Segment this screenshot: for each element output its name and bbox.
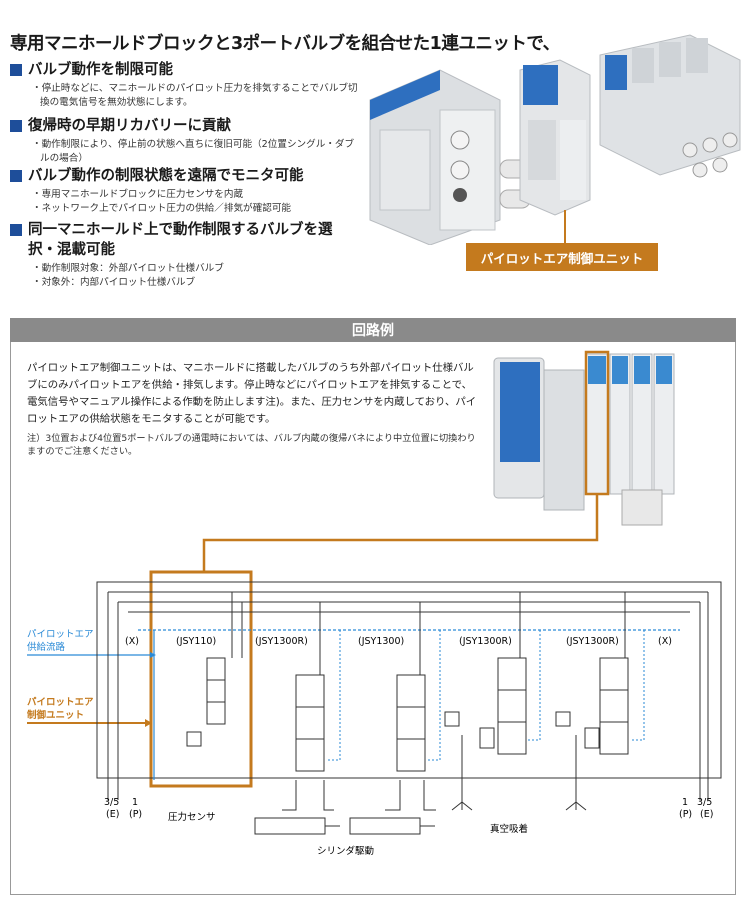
vacuum-label: 真空吸着 xyxy=(490,823,528,835)
valve-symbol-5 xyxy=(599,657,629,755)
pressure-sensor-label: 圧力センサ xyxy=(168,811,216,823)
square-bullet-icon xyxy=(10,120,22,132)
section-title: 回路例 xyxy=(10,318,736,342)
feature-title: 復帰時の早期リカバリーに貢献 xyxy=(28,118,231,134)
vacuum-pad-symbol xyxy=(451,801,473,811)
legend-supply-line1: パイロットエア xyxy=(27,629,94,640)
pilot-unit-photo-small xyxy=(519,59,591,216)
vacuum-pad-symbol xyxy=(565,801,587,811)
pilot-unit-label: パイロットエア制御ユニット xyxy=(466,243,658,271)
valve-symbol-1 xyxy=(206,657,226,725)
square-bullet-icon xyxy=(10,170,22,182)
square-bullet-icon xyxy=(10,224,22,236)
manifold-frame xyxy=(96,581,722,800)
pilot-unit-photo-large xyxy=(369,69,531,245)
legend-unit-line2: 制御ユニット xyxy=(27,709,84,721)
port-left-e-num: 3/5 xyxy=(104,797,119,808)
feature-bullet: ・動作制限対象：外部パイロット仕様バルブ xyxy=(32,263,224,274)
port-right-p-sym: (P) xyxy=(679,809,692,820)
vacuum-switch-symbol xyxy=(444,711,460,727)
cylinder-label: シリンダ駆動 xyxy=(317,845,374,857)
section-frame xyxy=(10,342,736,895)
valve-label-4: (JSY1300R) xyxy=(459,636,512,647)
pilot-unit-highlight xyxy=(149,570,253,788)
legend-supply-line2: 供給流路 xyxy=(27,641,66,653)
feature-bullet: ・動作制限により、停止前の状態へ直ちに復旧可能（2位置シングル・ダブルの場合） xyxy=(32,139,355,164)
valve-label-1: (JSY110) xyxy=(176,636,216,647)
manifold-front-photo xyxy=(493,353,675,526)
manifold-photo xyxy=(599,34,741,178)
feature-bullet: ・ネットワーク上でパイロット圧力の供給／排気が確認可能 xyxy=(32,203,292,214)
feature-3: バルブ動作の制限状態を遠隔でモニタ可能 ・専用マニホールドブロックに圧力センサを… xyxy=(10,166,360,216)
note: 注）3位置および4位置5ポートバルブの通電時においては、バルブ内蔵の復帰バネによ… xyxy=(27,433,476,457)
feature-2: 復帰時の早期リカバリーに貢献 ・動作制限により、停止前の状態へ直ちに復旧可能（2… xyxy=(10,116,360,166)
feature-bullet: ・専用マニホールドブロックに圧力センサを内蔵 xyxy=(32,189,244,200)
cylinder-symbol xyxy=(349,817,421,835)
feature-bullet: ・停止時などに、マニホールドのパイロット圧力を排気することでバルブ切換の電気信号… xyxy=(32,83,358,108)
square-bullet-icon xyxy=(10,64,22,76)
description: パイロットエア制御ユニットは、マニホールドに搭載したバルブのうち外部パイロット仕… xyxy=(27,362,477,425)
port-right-e-num: 3/5 xyxy=(697,797,712,808)
port-left-p-num: 1 xyxy=(132,797,138,808)
vacuum-switch-symbol xyxy=(555,711,571,727)
headline: 専用マニホールドブロックと3ポートバルブを組合せた1連ユニットで、 xyxy=(10,34,560,54)
valve-label-3: (JSY1300) xyxy=(358,636,404,647)
port-left-p-sym: (P) xyxy=(129,809,142,820)
valve-symbol-3 xyxy=(396,674,426,772)
cylinder-symbol xyxy=(254,817,326,835)
valve-symbol-2 xyxy=(295,674,325,772)
valve-label-2: (JSY1300R) xyxy=(255,636,308,647)
valve-symbol-4 xyxy=(497,657,527,755)
pressure-sensor-symbol xyxy=(186,731,202,747)
feature-title: バルブ動作の制限状態を遠隔でモニタ可能 xyxy=(28,168,304,184)
port-left-e-sym: (E) xyxy=(106,809,119,820)
feature-title: 同一マニホールド上で動作制限するバルブを選択・混載可能 xyxy=(28,222,333,258)
feature-4: 同一マニホールド上で動作制限するバルブを選択・混載可能 ・動作制限対象：外部パイ… xyxy=(10,220,355,290)
port-right-e-sym: (E) xyxy=(700,809,713,820)
feature-bullet: ・対象外：内部パイロット仕様バルブ xyxy=(32,277,196,288)
x-port-right: (X) xyxy=(658,636,672,647)
valve-label-5: (JSY1300R) xyxy=(566,636,619,647)
circuit-diagram: パイロットエア 供給流路 パイロットエア 制御ユニット (X) (X) (JSY… xyxy=(27,350,722,857)
feature-1: バルブ動作を制限可能 ・停止時などに、マニホールドのパイロット圧力を排気すること… xyxy=(10,60,360,110)
port-right-p-num: 1 xyxy=(682,797,688,808)
legend-unit-line1: パイロットエア xyxy=(27,696,94,708)
product-photos xyxy=(369,34,741,245)
x-port-left: (X) xyxy=(125,636,139,647)
feature-title: バルブ動作を制限可能 xyxy=(28,62,173,78)
